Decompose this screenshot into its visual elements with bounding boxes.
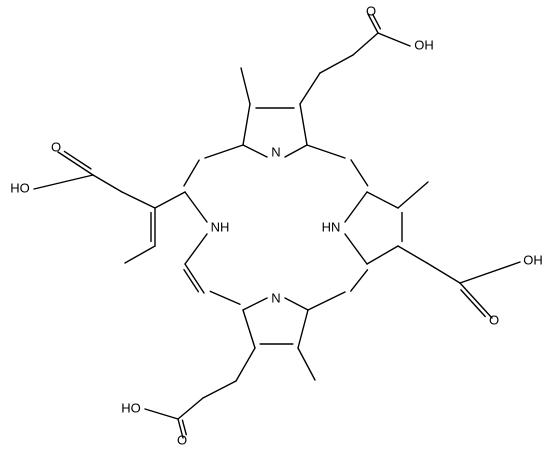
single-bond [297, 347, 316, 381]
atom-label-nh-left: NH [211, 219, 230, 234]
single-bond [366, 245, 399, 265]
single-bond [235, 347, 256, 382]
atom-label-n-top: N [271, 144, 280, 159]
single-bond [177, 397, 204, 420]
double-bond-inner [183, 159, 200, 187]
double-bond-inner [183, 268, 200, 293]
single-bond [367, 13, 379, 34]
single-bond [366, 191, 399, 209]
single-bond [426, 262, 461, 284]
single-bond [344, 233, 368, 265]
atom-label-ho-bottom: HO [121, 400, 141, 415]
single-bond [242, 144, 268, 158]
single-bond [184, 233, 208, 265]
single-bond [242, 297, 268, 311]
atom-label-o-left: O [51, 139, 61, 154]
double-bond-inner [181, 419, 187, 436]
single-bond [242, 309, 256, 349]
double-bond-inner [350, 159, 369, 187]
atom-label-n-bottom: N [271, 290, 280, 305]
atom-label-ho-left: HO [10, 180, 30, 195]
atom-label-o-bottom: O [177, 432, 187, 447]
single-bond [33, 174, 94, 190]
single-bond [397, 245, 428, 264]
single-bond [299, 103, 308, 146]
single-bond [397, 181, 429, 209]
single-bond [240, 67, 251, 105]
double-bond-inner [372, 13, 382, 30]
single-bond [242, 103, 251, 146]
double-bond-inner [350, 269, 369, 292]
single-bond [284, 297, 309, 311]
double-bond-inner [209, 290, 241, 305]
single-bond [344, 191, 368, 223]
single-bond [184, 191, 208, 223]
atom-label-hn-right: HN [322, 219, 341, 234]
atom-label-oh-right: OH [523, 252, 543, 267]
single-bond [57, 151, 94, 176]
single-bond [144, 408, 179, 420]
single-bond [307, 291, 346, 311]
single-bond [299, 72, 321, 105]
single-bond [297, 309, 309, 349]
atom-label-o-top: O [366, 3, 376, 18]
bond-lines [33, 13, 521, 439]
single-bond [204, 144, 244, 159]
single-bond [121, 191, 156, 209]
single-bond [306, 144, 346, 159]
single-bond [92, 174, 123, 193]
atom-label-oh-top: OH [414, 37, 434, 52]
single-bond [184, 263, 205, 294]
single-bond [459, 261, 521, 284]
double-bond-inner [460, 289, 486, 318]
single-bond [154, 191, 186, 209]
single-bond [352, 32, 379, 56]
single-bond [459, 282, 493, 319]
single-bond [284, 144, 308, 158]
single-bond [377, 32, 411, 47]
single-bond [177, 418, 184, 439]
single-bond [319, 54, 354, 74]
double-bond-inner [63, 150, 92, 170]
atom-label-o-right: O [489, 312, 499, 327]
single-bond [124, 245, 156, 264]
single-bond [202, 380, 237, 399]
